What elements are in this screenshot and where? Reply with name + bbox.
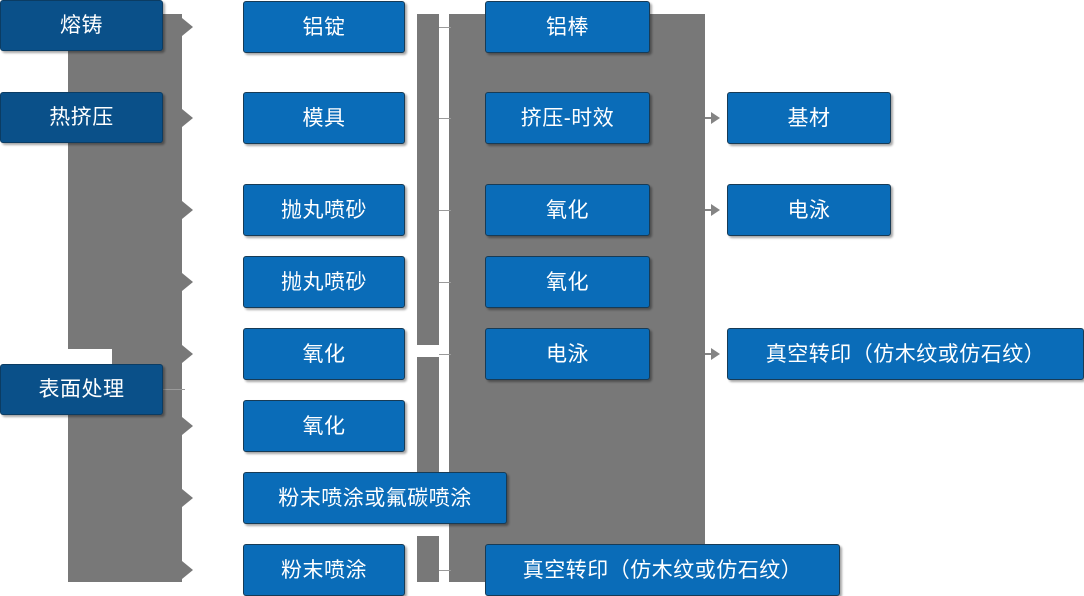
- grey-gap-a: [439, 14, 449, 582]
- surface-treatment-stub: [163, 389, 185, 390]
- output-electrophoresis-label: 电泳: [787, 198, 831, 222]
- arrow-to-input-5: [182, 345, 193, 363]
- stage-surface-treatment[interactable]: 表面处理: [0, 364, 163, 415]
- output-base-material[interactable]: 基材: [727, 92, 891, 144]
- process-aluminium-bar-label: 铝棒: [546, 15, 589, 39]
- process-electrophoresis[interactable]: 电泳: [485, 328, 650, 380]
- input-powder-coating[interactable]: 粉末喷涂: [243, 544, 405, 596]
- process-extrusion-aging[interactable]: 挤压-时效: [485, 92, 650, 144]
- process-electrophoresis-label: 电泳: [546, 342, 589, 366]
- process-extrusion-aging-label: 挤压-时效: [520, 106, 615, 130]
- rung-5: [439, 354, 451, 355]
- melt-to-extrusion-wedge: [68, 62, 86, 73]
- arrow-to-input-2: [182, 109, 193, 127]
- input-powder-coating-label: 粉末喷涂: [281, 558, 367, 582]
- stage-hot-extrusion[interactable]: 热挤压: [0, 92, 163, 143]
- input-oxidation-2-label: 氧化: [302, 414, 346, 438]
- rung-3: [439, 210, 451, 211]
- input-oxidation-1-label: 氧化: [302, 342, 346, 366]
- input-shot-blasting-1-label: 抛丸喷砂: [281, 198, 367, 222]
- input-mould-label: 模具: [302, 106, 346, 130]
- input-powder-or-pvdf-label: 粉末喷涂或氟碳喷涂: [278, 486, 472, 510]
- arrow-to-input-4: [182, 273, 193, 291]
- process-aluminium-bar[interactable]: 铝棒: [485, 1, 650, 53]
- input-shot-blasting-2[interactable]: 抛丸喷砂: [243, 256, 405, 308]
- arrow-to-output-2-stem: [705, 209, 713, 211]
- rung-1: [439, 27, 451, 28]
- arrow-to-input-3: [182, 201, 193, 219]
- input-powder-or-pvdf[interactable]: 粉末喷涂或氟碳喷涂: [243, 472, 507, 524]
- grey-gap-c: [417, 524, 449, 536]
- arrow-to-input-8: [182, 561, 193, 579]
- surface-branch-wedge: [68, 334, 86, 345]
- output-vacuum-transfer-label: 真空转印（仿木纹或仿石纹）: [765, 342, 1046, 366]
- grey-gap-b: [417, 345, 449, 357]
- output-electrophoresis[interactable]: 电泳: [727, 184, 891, 236]
- stage-melt-cast-label: 熔铸: [60, 14, 103, 37]
- arrow-to-input-6: [182, 417, 193, 435]
- arrow-to-output-2: [711, 204, 720, 216]
- arrow-to-output-1: [711, 112, 720, 124]
- rung-4: [439, 282, 451, 283]
- process-vacuum-transfer[interactable]: 真空转印（仿木纹或仿石纹）: [485, 544, 840, 596]
- output-base-material-label: 基材: [787, 106, 831, 130]
- process-oxidation-2[interactable]: 氧化: [485, 256, 650, 308]
- process-oxidation-1[interactable]: 氧化: [485, 184, 650, 236]
- arrow-to-output-1-stem: [705, 117, 713, 119]
- arrow-to-output-3: [711, 348, 720, 360]
- input-shot-blasting-2-label: 抛丸喷砂: [281, 270, 367, 294]
- input-aluminium-ingot-label: 铝锭: [302, 15, 346, 39]
- stage-surface-treatment-label: 表面处理: [38, 378, 125, 401]
- arrow-to-input-7: [182, 489, 193, 507]
- process-oxidation-1-label: 氧化: [546, 198, 589, 222]
- process-oxidation-2-label: 氧化: [546, 270, 589, 294]
- input-aluminium-ingot[interactable]: 铝锭: [243, 1, 405, 53]
- input-shot-blasting-1[interactable]: 抛丸喷砂: [243, 184, 405, 236]
- stage-hot-extrusion-label: 热挤压: [49, 106, 114, 129]
- process-vacuum-transfer-label: 真空转印（仿木纹或仿石纹）: [522, 558, 803, 582]
- arrow-to-output-3-stem: [705, 353, 713, 355]
- stage-melt-cast[interactable]: 熔铸: [0, 0, 163, 51]
- arrow-to-input-1: [182, 18, 193, 36]
- input-oxidation-2[interactable]: 氧化: [243, 400, 405, 452]
- input-mould[interactable]: 模具: [243, 92, 405, 144]
- input-to-process-grey-bar: [417, 14, 439, 582]
- output-vacuum-transfer[interactable]: 真空转印（仿木纹或仿石纹）: [727, 328, 1084, 380]
- rung-2: [439, 118, 451, 119]
- rung-6: [439, 570, 451, 571]
- input-oxidation-1[interactable]: 氧化: [243, 328, 405, 380]
